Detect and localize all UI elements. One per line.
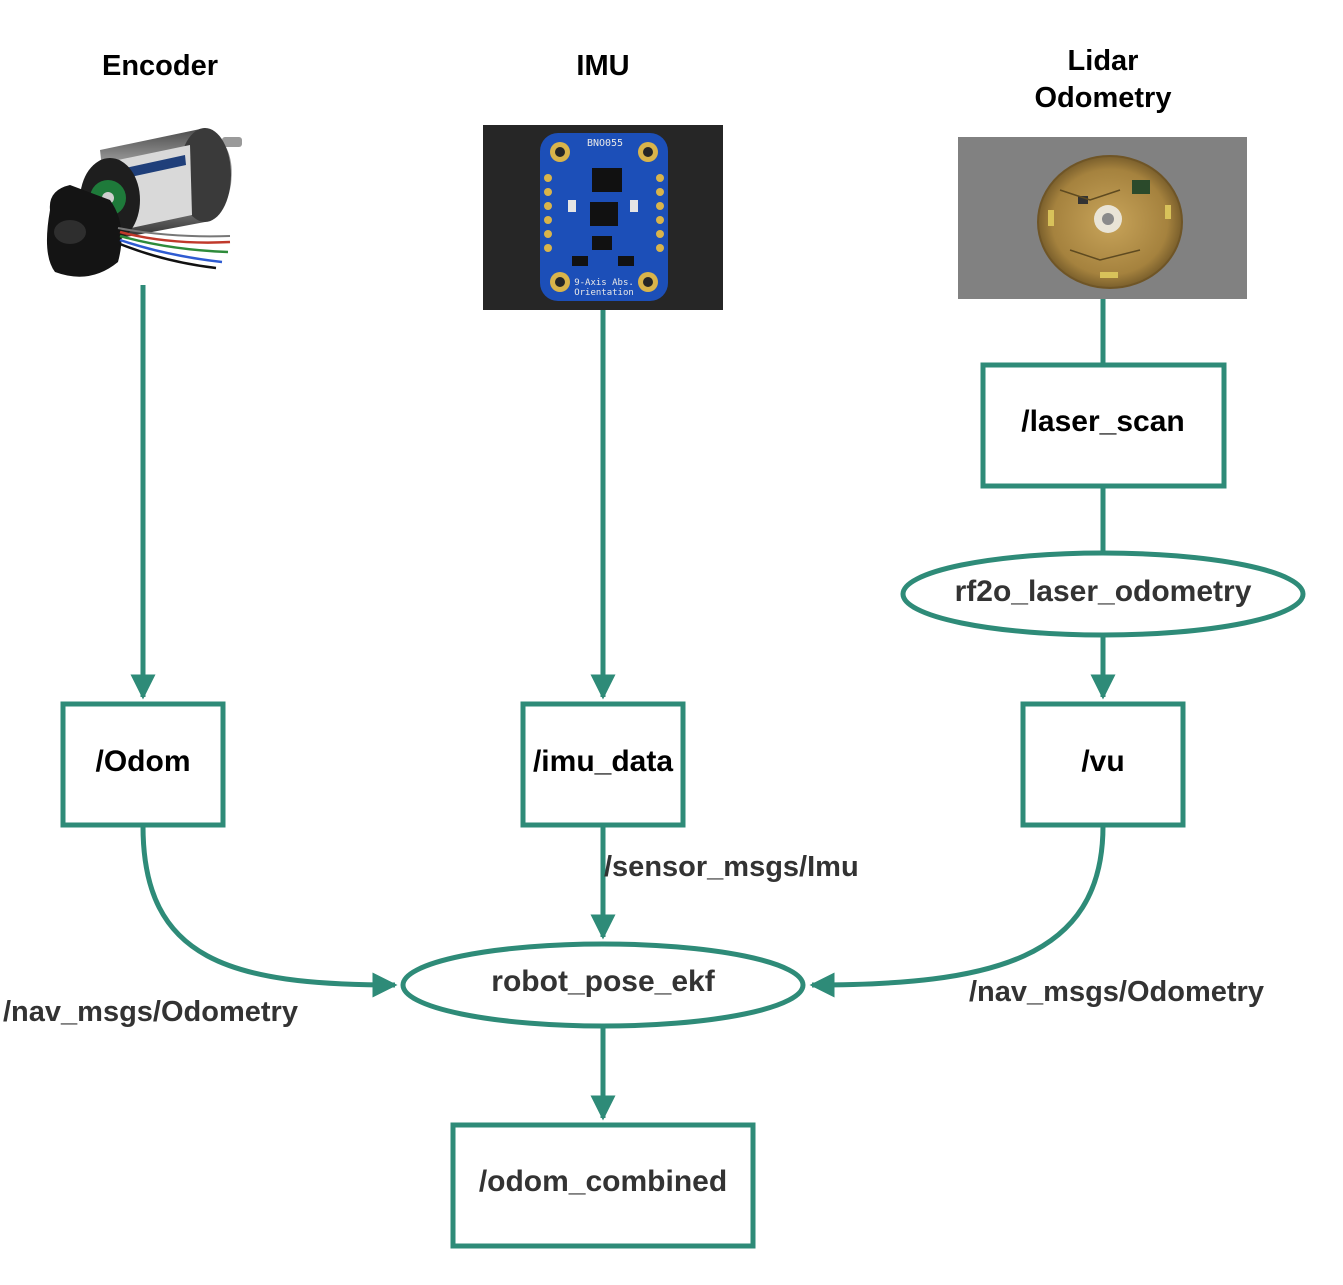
lidar-board-image <box>958 137 1247 299</box>
encoder-title: Encoder <box>102 50 218 82</box>
node-ekf-label: robot_pose_ekf <box>491 965 715 998</box>
edge-label-nav-msgs-odometry-left: /nav_msgs/Odometry <box>3 996 298 1028</box>
node-vu-label: /vu <box>1081 745 1124 778</box>
imu-board-caption-1: 9-Axis Abs. <box>574 278 634 288</box>
imu-board-label: BNO055 <box>587 138 623 149</box>
edge-label-nav-msgs-odometry-right: /nav_msgs/Odometry <box>969 976 1264 1008</box>
node-imu-data-label: /imu_data <box>533 745 673 778</box>
node-rf2o-label: rf2o_laser_odometry <box>955 575 1252 608</box>
node-odom: /Odom <box>60 701 226 828</box>
imu-board-caption-2: Orientation <box>574 288 634 298</box>
node-vu: /vu <box>1020 701 1186 828</box>
edge-label-sensor-msgs-imu: /sensor_msgs/Imu <box>604 851 859 883</box>
imu-board-image: BNO055 9-Axis Abs. Orientation <box>483 125 723 310</box>
imu-title: IMU <box>576 50 629 82</box>
node-odom-combined-label: /odom_combined <box>479 1165 727 1198</box>
encoder-motor-image <box>46 128 242 277</box>
lidar-title-line1: Lidar <box>1068 45 1139 77</box>
node-ekf: robot_pose_ekf <box>400 941 806 1029</box>
node-odom-combined: /odom_combined <box>450 1122 756 1249</box>
node-imu-data: /imu_data <box>520 701 686 828</box>
node-laser-scan-label: /laser_scan <box>1021 405 1184 438</box>
lidar-title-line2: Odometry <box>1035 82 1172 114</box>
node-laser-scan: /laser_scan <box>980 362 1227 489</box>
node-odom-label: /Odom <box>96 745 191 778</box>
node-rf2o: rf2o_laser_odometry <box>900 550 1306 638</box>
edge-odom-to-ekf <box>140 825 398 998</box>
edge-vu-to-ekf <box>809 825 1106 998</box>
